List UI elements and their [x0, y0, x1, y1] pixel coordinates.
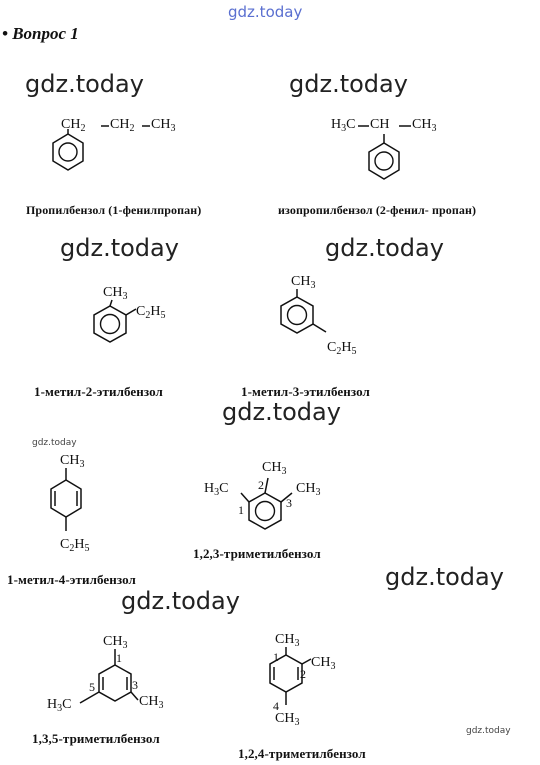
- locant: 3: [286, 496, 292, 510]
- caption-1-2-4-trimethylbenzene: 1,2,4-триметилбензол: [238, 746, 366, 761]
- watermark: gdz.today: [222, 398, 341, 426]
- group-ch3: CH3: [262, 460, 287, 477]
- group-h3c: H3C: [331, 117, 356, 134]
- watermark-small: gdz.today: [32, 438, 77, 448]
- caption-1-3-5-trimethylbenzene: 1,3,5-триметилбензол: [32, 731, 160, 746]
- group-ch3: CH3: [275, 711, 300, 728]
- group-ch3: CH3: [103, 634, 128, 651]
- caption-1-methyl-4-ethylbenzene: 1-метил-4-этилбензол: [7, 572, 136, 587]
- watermark-small: gdz.today: [466, 726, 511, 736]
- group-ch3: CH3: [275, 632, 300, 649]
- caption-propylbenzene: Пропилбензол (1-фенилпропан): [26, 203, 202, 217]
- watermark: gdz.today: [289, 70, 408, 98]
- group-c2h5: C2H5: [136, 304, 166, 321]
- group-ch3: CH3: [139, 694, 164, 711]
- watermark: gdz.today: [385, 563, 504, 591]
- locant: 2: [258, 478, 264, 492]
- group-ch3: CH3: [103, 285, 128, 302]
- watermark: gdz.today: [121, 587, 240, 615]
- group-c2h5: C2H5: [60, 537, 90, 554]
- group-c2h5: C2H5: [327, 340, 357, 357]
- locant: 1: [116, 651, 122, 665]
- watermark: gdz.today: [325, 234, 444, 262]
- locant: 1: [273, 650, 279, 664]
- question-title: • Вопрос 1: [2, 24, 79, 43]
- group-ch: CH: [370, 117, 390, 132]
- caption-1-methyl-3-ethylbenzene: 1-метил-3-этилбензол: [241, 384, 370, 399]
- group-ch2: CH2: [110, 117, 135, 134]
- group-ch3: CH3: [60, 453, 85, 470]
- locant: 3: [132, 678, 138, 692]
- locant: 5: [89, 680, 95, 694]
- caption-1-2-3-trimethylbenzene: 1,2,3-триметилбензол: [193, 546, 321, 561]
- group-h3c: H3C: [47, 697, 72, 714]
- watermark-top: gdz.today: [228, 3, 303, 21]
- watermark: gdz.today: [25, 70, 144, 98]
- locant: 1: [238, 503, 244, 517]
- caption-1-methyl-2-ethylbenzene: 1-метил-2-этилбензол: [34, 384, 163, 399]
- caption-isopropylbenzene: изопропилбензол (2-фенил- пропан): [278, 203, 477, 217]
- group-ch3: CH3: [311, 655, 336, 672]
- group-h3c: H3C: [204, 481, 229, 498]
- locant: 4: [273, 699, 279, 713]
- group-ch3: CH3: [291, 274, 316, 291]
- group-ch2: CH2: [61, 117, 86, 134]
- group-ch3: CH3: [151, 117, 176, 134]
- group-ch3: CH3: [296, 481, 321, 498]
- locant: 2: [300, 667, 306, 681]
- watermark: gdz.today: [60, 234, 179, 262]
- group-ch3: CH3: [412, 117, 437, 134]
